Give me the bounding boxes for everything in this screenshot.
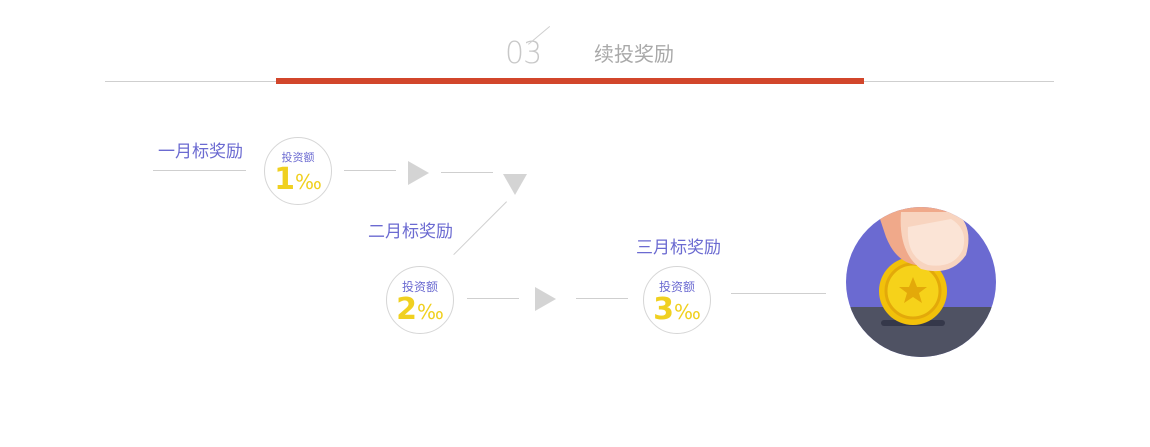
step-2-circle: 投资额 2‰ bbox=[386, 266, 454, 334]
step-1-unit: ‰ bbox=[295, 170, 322, 194]
step-3-number: 3 bbox=[653, 292, 675, 327]
step-2-value: 2‰ bbox=[387, 295, 453, 325]
step-2-label: 二月标奖励 bbox=[368, 222, 453, 242]
connector-1a bbox=[344, 170, 396, 171]
step-1-underline bbox=[153, 170, 246, 171]
step-3-circle: 投资额 3‰ bbox=[643, 266, 711, 334]
connector-diagonal bbox=[453, 201, 507, 256]
step-1-value: 1‰ bbox=[265, 165, 331, 195]
triangle-arrow-icon bbox=[535, 287, 556, 311]
connector-2a bbox=[467, 298, 519, 299]
triangle-arrow-down-icon bbox=[503, 174, 527, 195]
header-left-line bbox=[105, 81, 276, 82]
step-1-caption: 投资额 bbox=[281, 151, 315, 164]
step-3-value: 3‰ bbox=[644, 295, 710, 325]
step-3-caption: 投资额 bbox=[658, 280, 695, 294]
step-3-label: 三月标奖励 bbox=[636, 238, 721, 258]
section-title: 续投奖励 bbox=[594, 42, 674, 66]
step-2-unit: ‰ bbox=[417, 300, 444, 324]
step-2-caption: 投资额 bbox=[401, 280, 438, 294]
step-3-unit: ‰ bbox=[674, 300, 701, 324]
header-accent-bar bbox=[276, 78, 864, 84]
step-1-number: 1 bbox=[274, 162, 296, 197]
section-number: 03 bbox=[505, 36, 542, 71]
step-2-number: 2 bbox=[396, 292, 418, 327]
hand-coin-icon bbox=[846, 207, 996, 357]
connector-2b bbox=[576, 298, 628, 299]
triangle-arrow-icon bbox=[408, 161, 429, 185]
step-1-circle: 投资额 1‰ bbox=[264, 137, 332, 205]
connector-3 bbox=[731, 293, 826, 294]
step-1-label: 一月标奖励 bbox=[158, 142, 243, 162]
connector-1b bbox=[441, 172, 493, 173]
header-right-line bbox=[864, 81, 1054, 82]
